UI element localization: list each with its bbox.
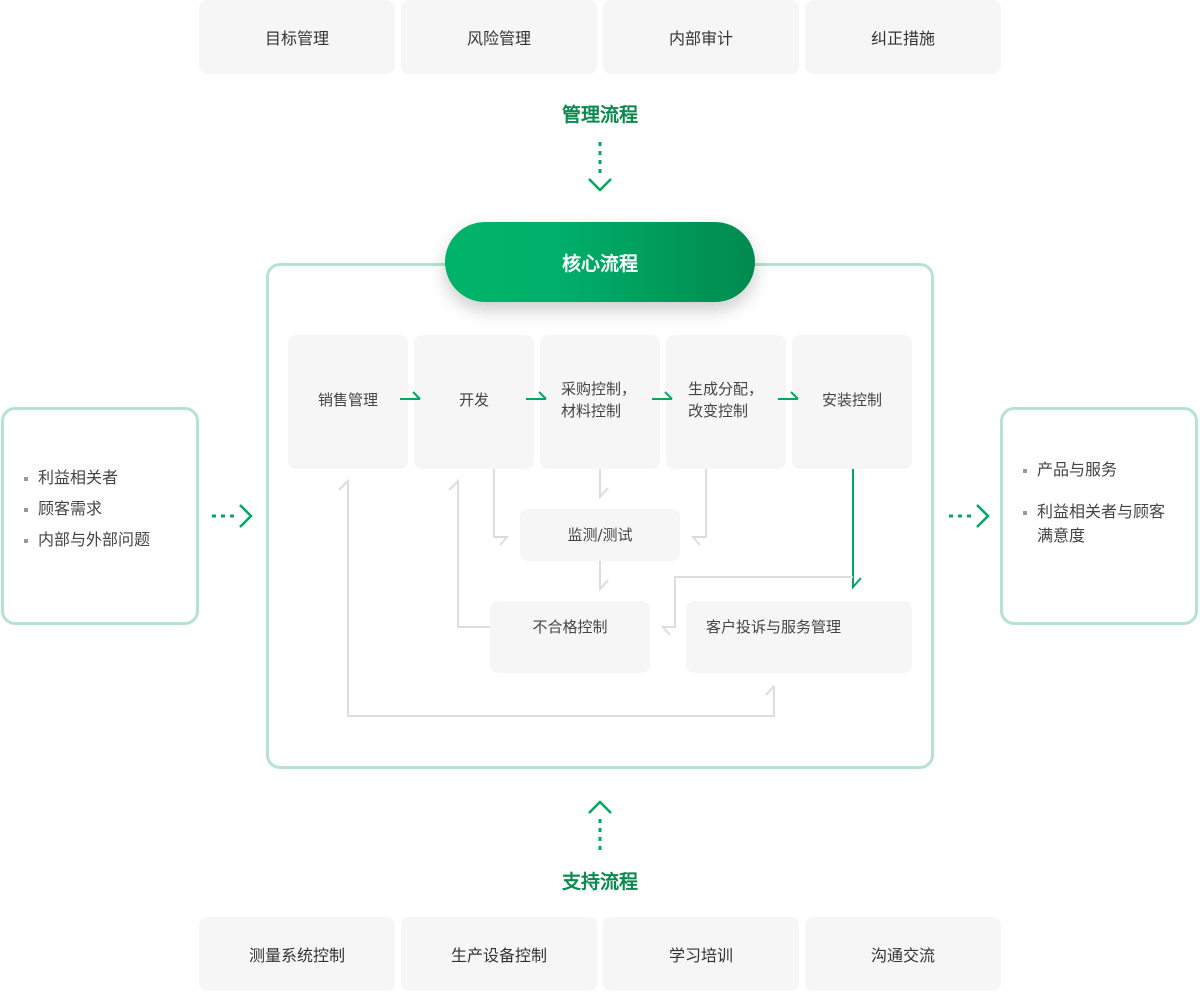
arrow-icon [652,391,673,400]
step-label: 安装控制 [821,391,882,409]
connector-line [690,469,707,546]
step-label: 采购控制， [561,380,637,398]
step-installation: 安装控制 [792,335,912,469]
input-item: 顾客需求 [24,497,196,521]
arrow-icon [526,391,547,400]
connector-line [599,469,609,500]
chevron-down-icon [588,178,612,192]
output-item-line: 满意度 [1037,526,1086,545]
support-item-equipment: 生产设备控制 [401,917,597,991]
connector-line [448,478,490,628]
chevron-right-icon [239,504,253,528]
step-label: 材料控制 [561,402,622,420]
monitor-label: 监测/测试 [567,526,633,544]
connector-line [765,685,775,696]
support-process-title: 支持流程 [561,871,638,893]
management-process-title: 管理流程 [561,104,638,126]
arrow-icon [778,391,799,400]
nonconformity-box: 不合格控制 [490,601,650,673]
input-item: 内部与外部问题 [24,528,196,552]
output-item-line: 利益相关者与顾客 [1037,502,1166,521]
step-production: 生成分配， 改变控制 [666,335,786,469]
monitor-test-box: 监测/测试 [520,509,680,561]
connector-line [599,561,609,592]
mgmt-item-risk: 风险管理 [401,0,597,74]
connector-line [660,576,853,636]
arrow-icon [852,469,862,590]
support-item-measurement: 测量系统控制 [199,917,395,991]
complaint-box: 客户投诉与服务管理 [686,601,912,673]
nonconformity-label: 不合格控制 [532,618,608,636]
mgmt-item-audit: 内部审计 [603,0,799,74]
support-item-communication: 沟通交流 [805,917,1001,991]
step-label: 销售管理 [317,391,378,409]
chevron-up-icon [588,800,612,814]
support-item-training: 学习培训 [603,917,799,991]
step-sales: 销售管理 [288,335,408,469]
inputs-box: 利益相关者 顾客需求 内部与外部问题 [1,407,199,625]
mgmt-item-corrective: 纠正措施 [805,0,1001,74]
step-label: 生成分配， [688,380,764,398]
connector-line [338,478,775,717]
connector-line [493,469,510,546]
step-purchasing: 采购控制， 材料控制 [540,335,660,469]
arrow-icon [400,391,421,400]
complaint-label: 客户投诉与服务管理 [706,618,842,636]
chevron-right-icon [976,504,990,528]
outputs-box: 产品与服务 利益相关者与顾客满意度 [1000,407,1198,625]
core-process-title: 核心流程 [445,222,755,302]
mgmt-item-goal: 目标管理 [199,0,395,74]
step-label: 改变控制 [688,402,749,420]
step-label: 开发 [458,391,489,409]
output-item: 产品与服务 [1023,458,1195,482]
output-item: 利益相关者与顾客满意度 [1023,500,1195,548]
input-item: 利益相关者 [24,466,196,490]
step-development: 开发 [414,335,534,469]
